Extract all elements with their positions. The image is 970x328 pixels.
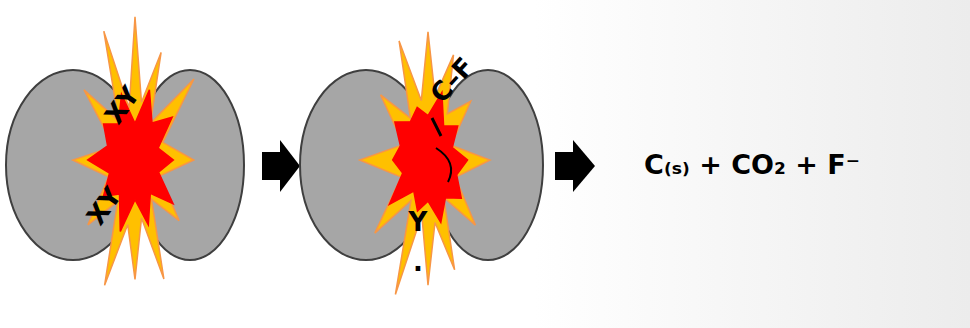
block-arrow — [262, 140, 300, 192]
explosion — [360, 32, 490, 295]
explosion — [73, 17, 194, 286]
explosion-burst — [389, 92, 467, 222]
bond-curve — [432, 118, 451, 182]
radical-dot: . — [413, 249, 423, 275]
block-arrow — [555, 140, 595, 192]
product-equation: C₍ₛ₎ + CO₂ + F⁻ — [644, 151, 860, 178]
radical-label: Y — [409, 209, 428, 235]
explosion-burst — [360, 32, 490, 295]
explosion-burst — [73, 17, 194, 286]
